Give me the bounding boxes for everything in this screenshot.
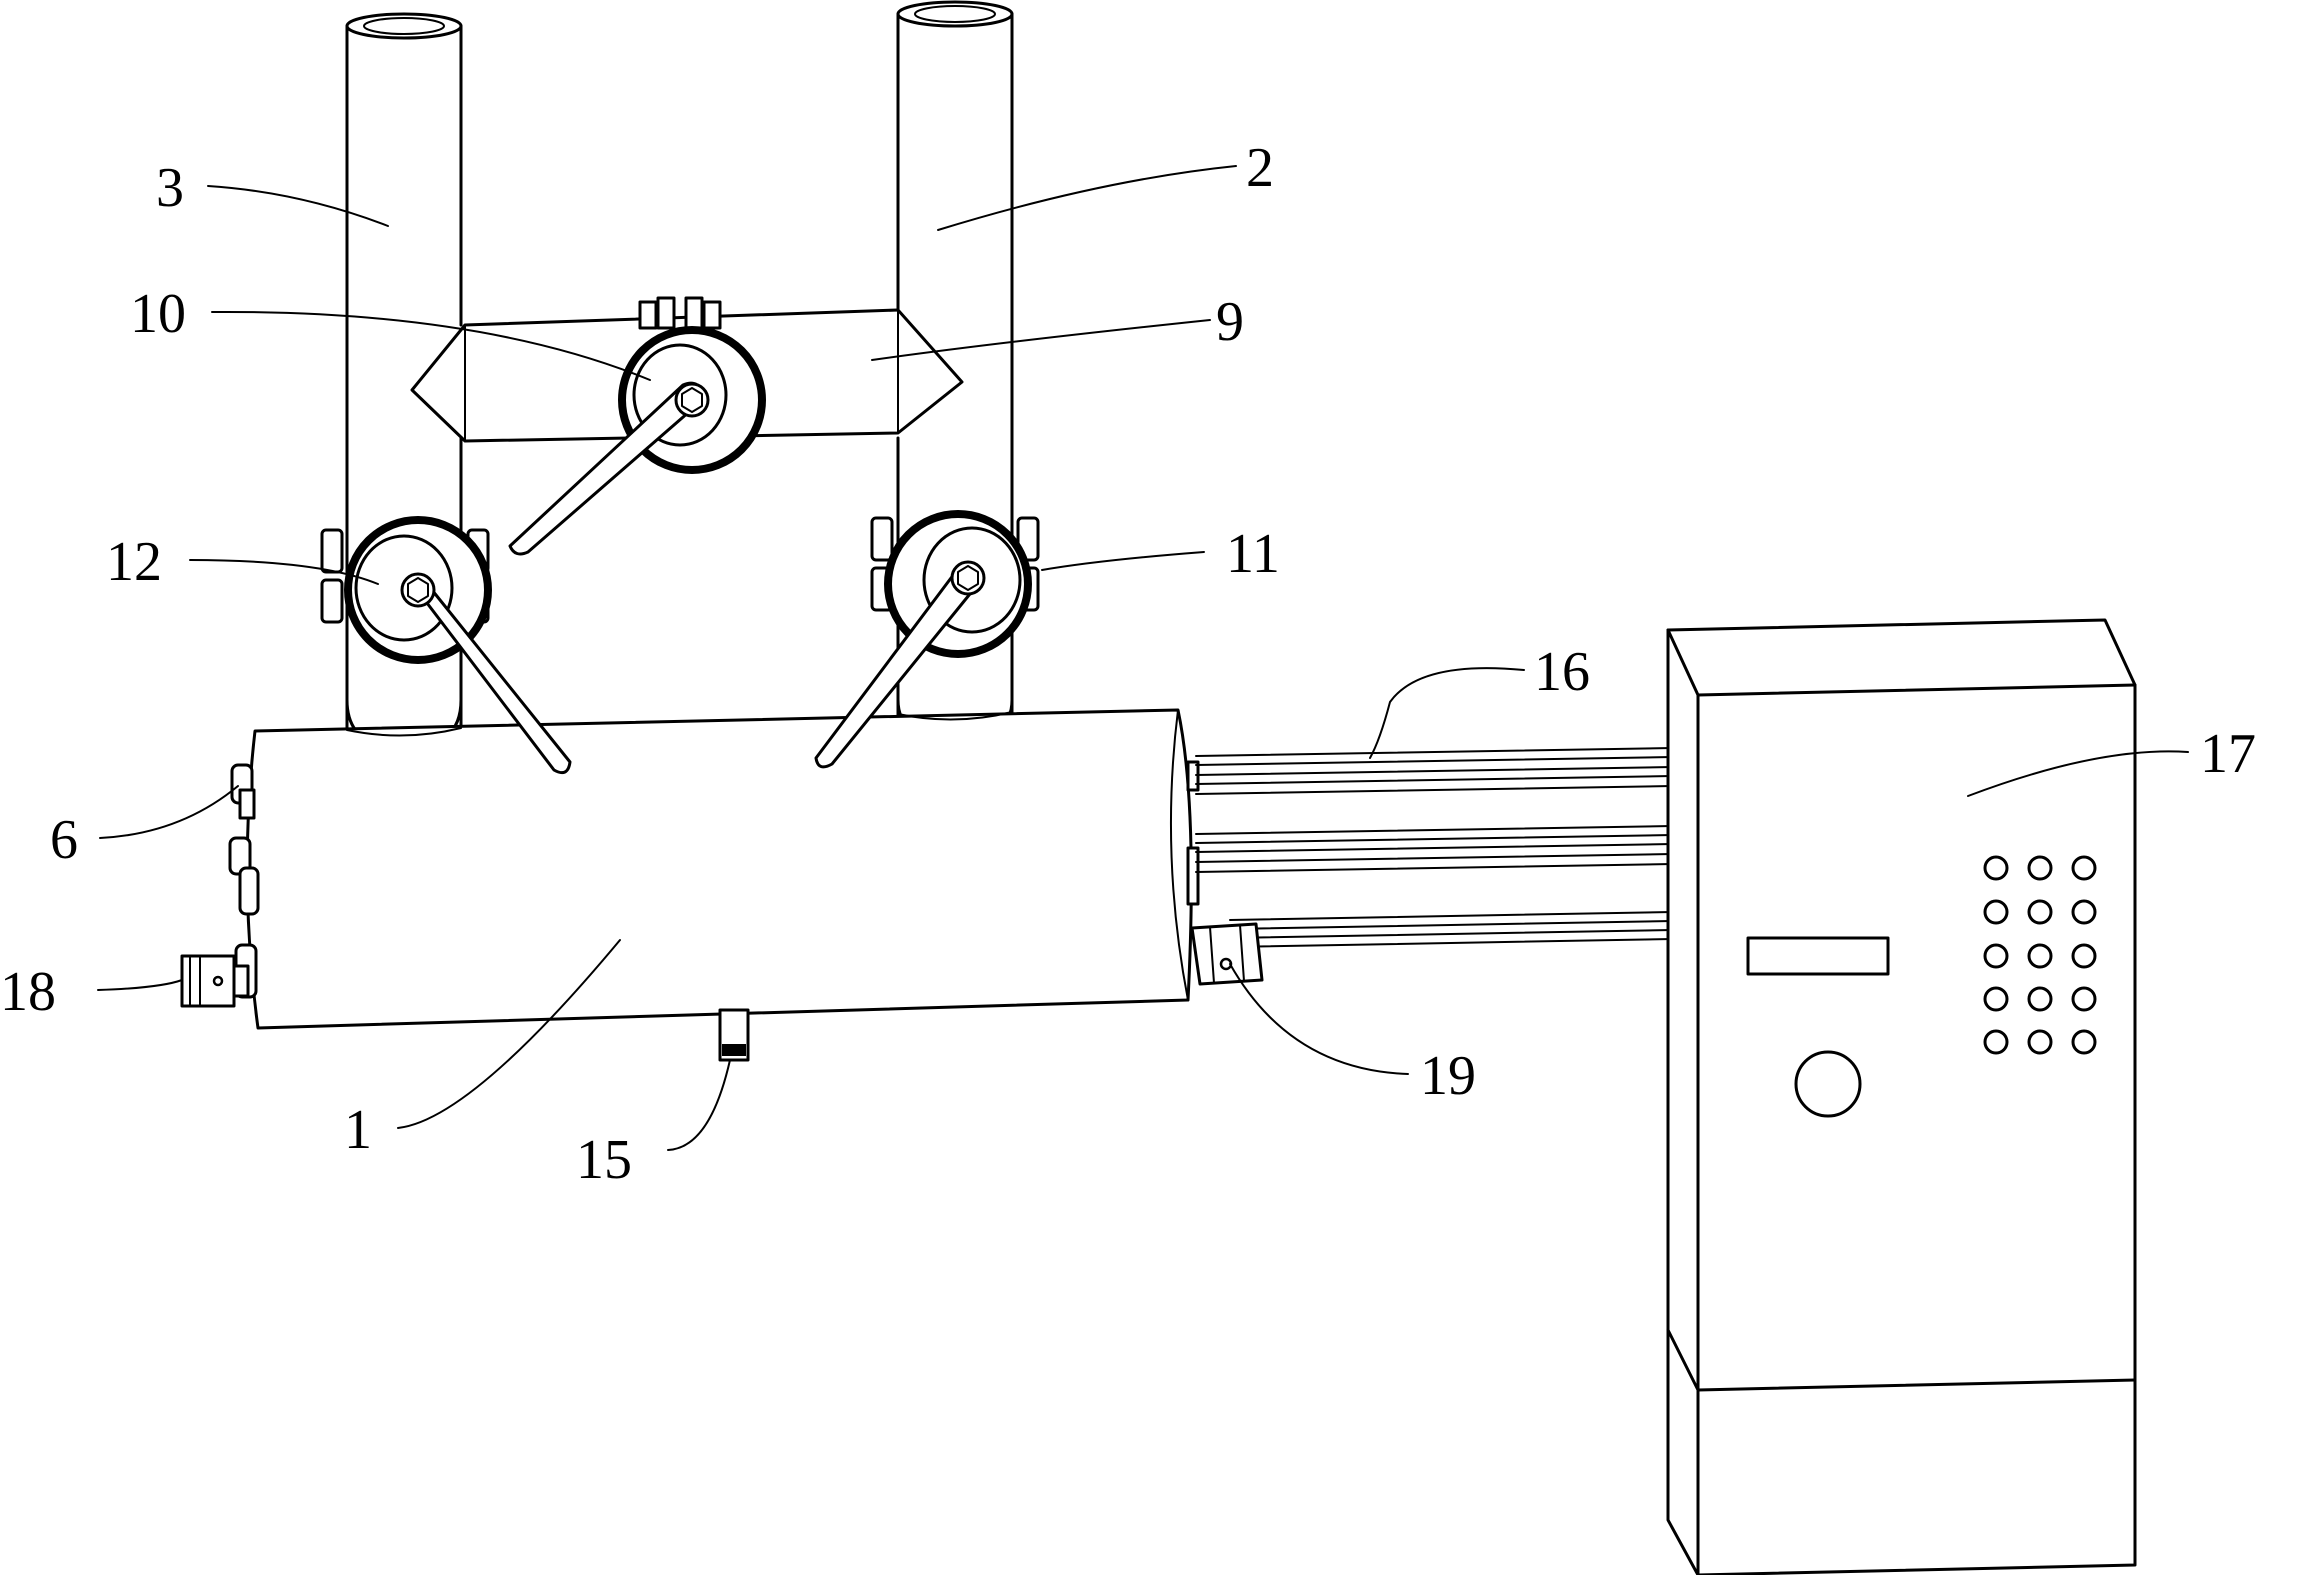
label-11: 11	[1226, 523, 1280, 585]
sensor-19	[1190, 922, 1264, 986]
label-3: 3	[156, 157, 184, 219]
label-1: 1	[344, 1099, 372, 1161]
valve-12	[320, 516, 572, 775]
label-12: 12	[106, 531, 162, 593]
valve-11	[814, 510, 1040, 769]
pipe-3	[345, 12, 463, 752]
bottom-outlet-15	[718, 1008, 750, 1062]
cabinet-keypad	[1983, 855, 2097, 1055]
label-17: 17	[2200, 723, 2256, 785]
label-9: 9	[1216, 291, 1244, 353]
label-18: 18	[0, 961, 56, 1023]
control-cabinet-17	[1666, 618, 2137, 1575]
label-2: 2	[1246, 137, 1274, 199]
part-labels: 3 2 10 9 12 11 16 17 6 18 19 1 15	[0, 137, 2256, 1191]
main-cylinder-1	[245, 708, 1193, 1030]
label-10: 10	[130, 283, 186, 345]
valve-10	[508, 296, 766, 556]
drain-valve-18	[180, 954, 250, 1008]
cable-bundle-16	[1186, 747, 1673, 948]
cabinet-knob	[1794, 1050, 1862, 1118]
label-16: 16	[1534, 641, 1590, 703]
label-19: 19	[1420, 1045, 1476, 1107]
leader-lines	[97, 165, 2189, 1151]
label-6: 6	[50, 809, 78, 871]
label-15: 15	[576, 1129, 632, 1191]
cabinet-display	[1746, 936, 1890, 976]
